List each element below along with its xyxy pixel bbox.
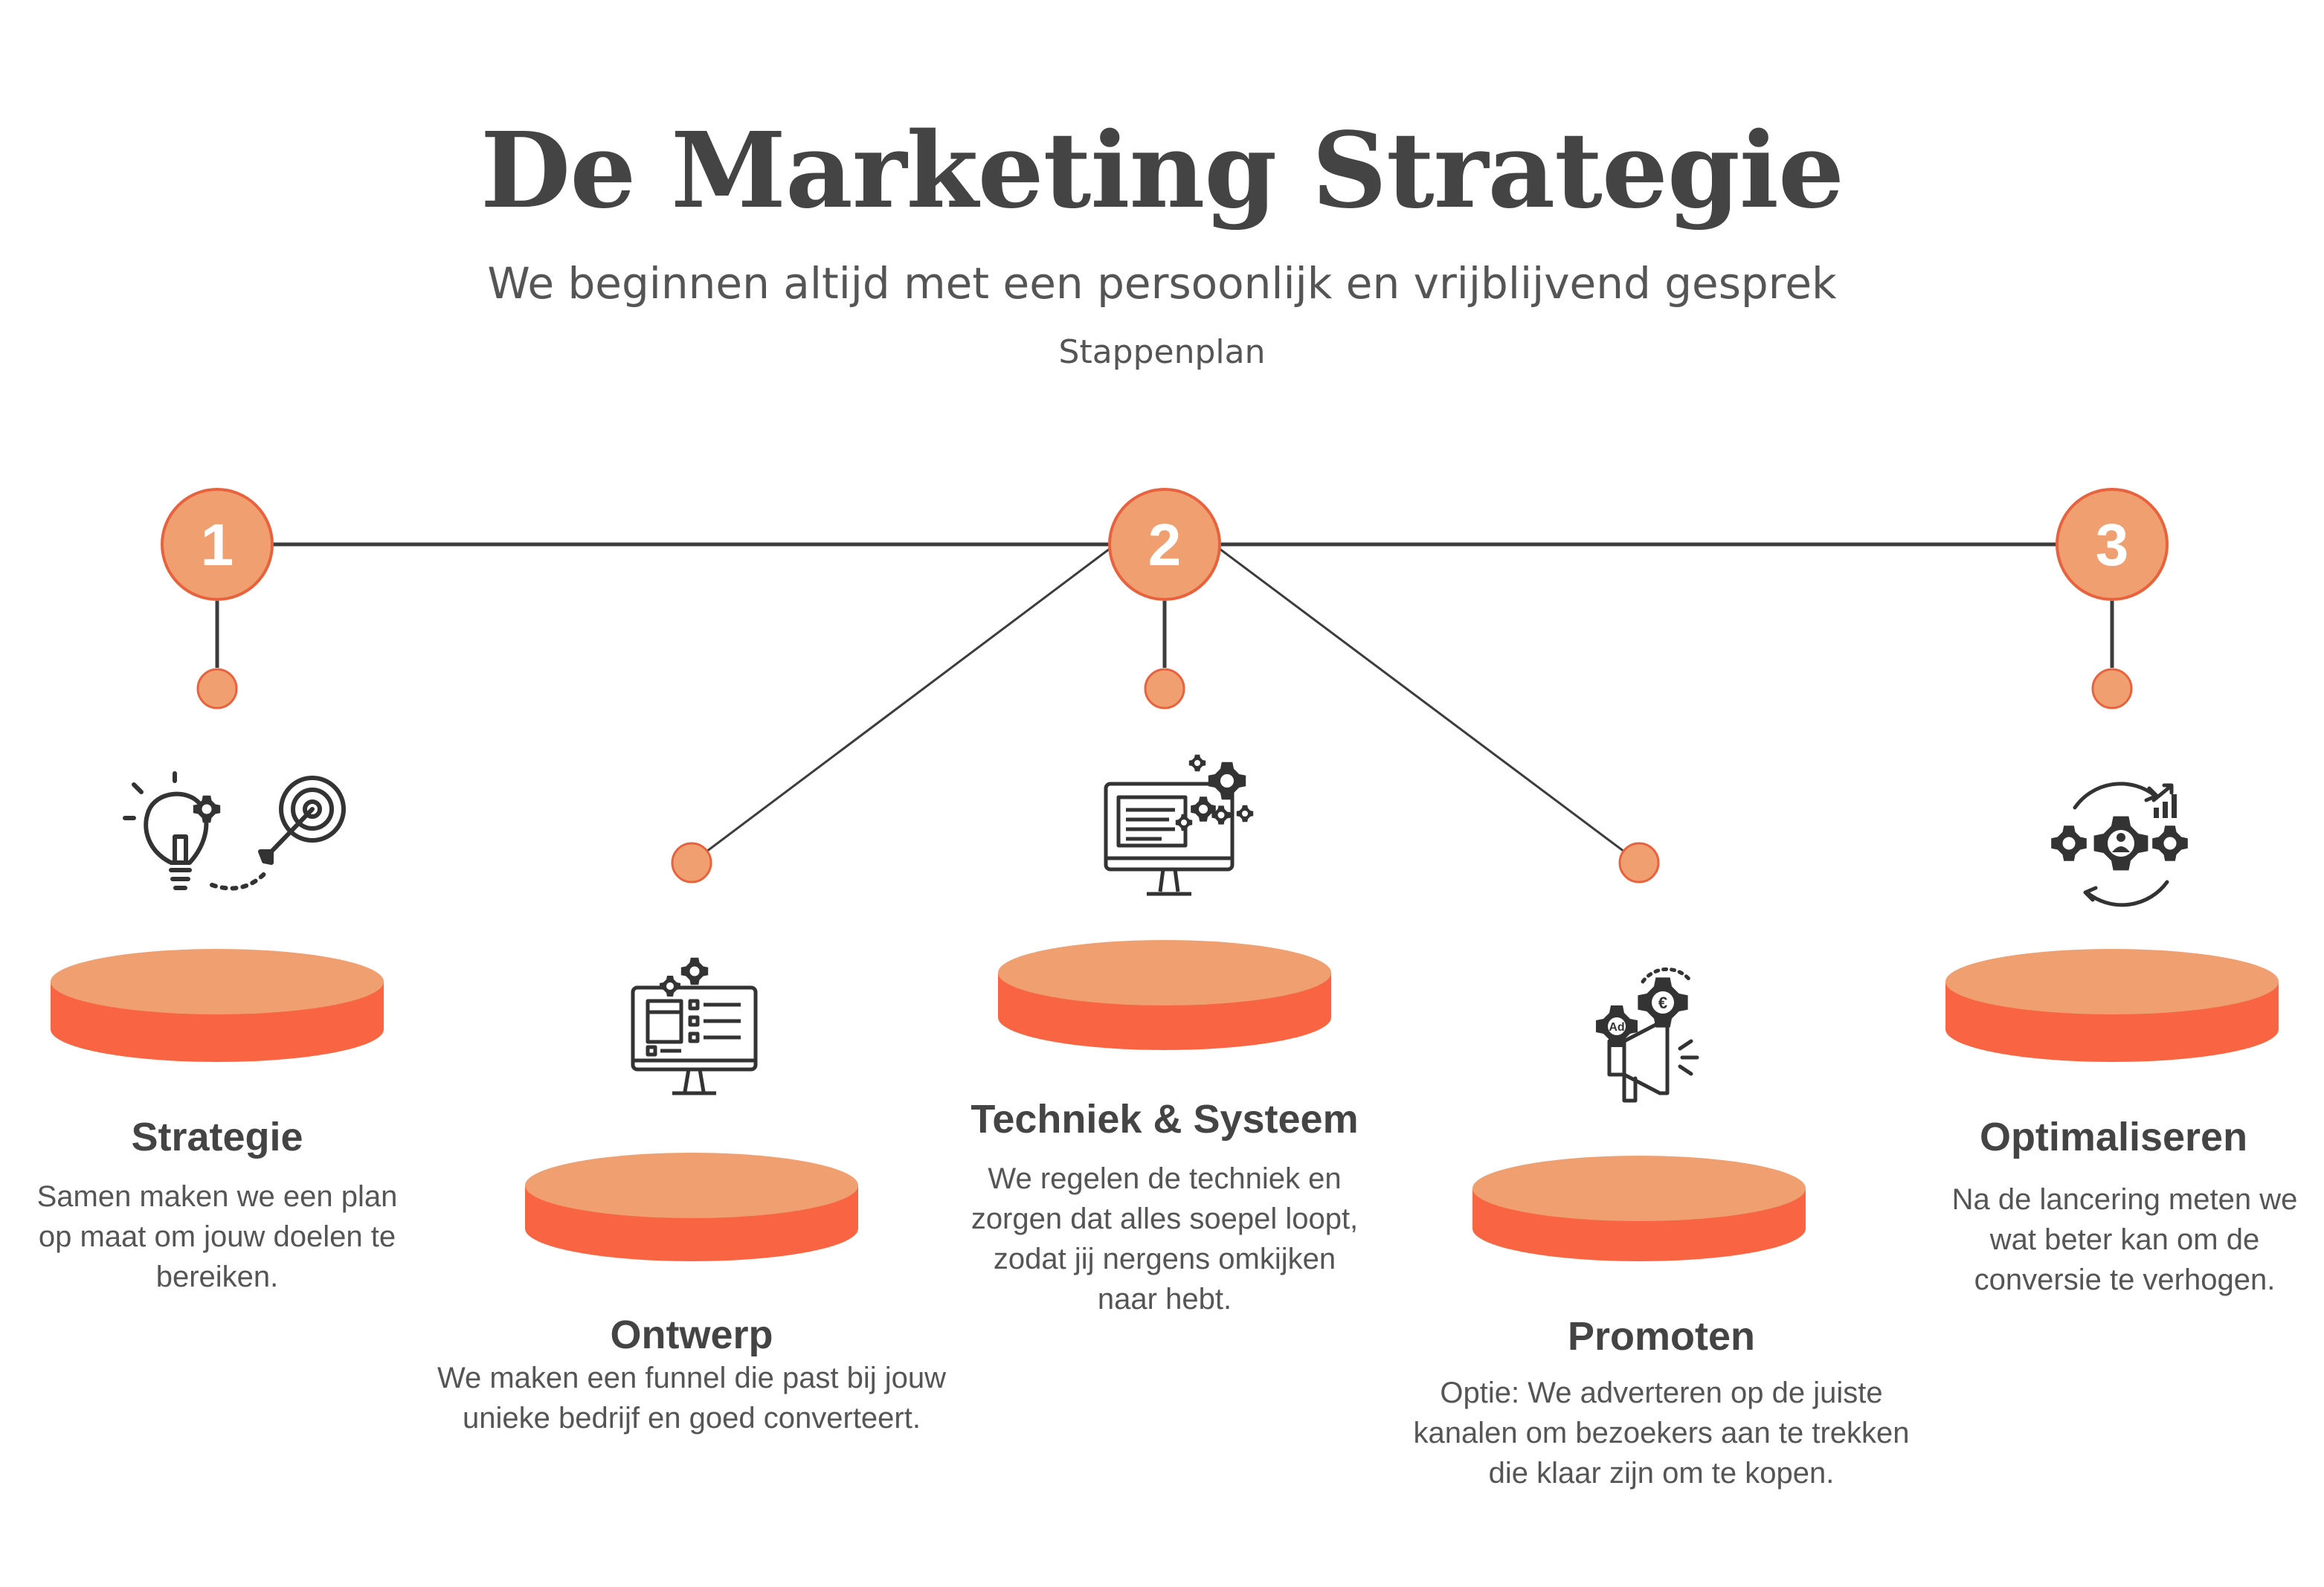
milestone-number: 2 <box>1148 512 1182 578</box>
step-dot-2 <box>671 842 712 883</box>
platform-step-1 <box>51 949 384 1062</box>
step-desc-techniek-systeem: We regelen de techniek en zorgen dat all… <box>971 1162 1359 1316</box>
platform-step-2 <box>525 1153 858 1261</box>
step-title-strategie: Strategie <box>131 1115 303 1159</box>
step-desc-optimaliseren: Na de lancering meten we wat beter kan o… <box>1951 1183 2298 1296</box>
step-title-ontwerp: Ontwerp <box>610 1313 773 1357</box>
page-tagline: Stappenplan <box>1058 333 1266 371</box>
idea-target-icon <box>123 771 346 891</box>
step-dot-1 <box>196 668 238 709</box>
step-title-promoten: Promoten <box>1567 1314 1756 1359</box>
megaphone-ad-icon: Ad € <box>1596 967 1699 1103</box>
step-dot-5 <box>2091 668 2133 709</box>
milestone-circle-2: 2 <box>1108 488 1221 601</box>
platform-step-3 <box>998 940 1331 1050</box>
page-title: De Marketing Strategie <box>480 110 1844 232</box>
milestone-number: 3 <box>2096 512 2129 578</box>
step-title-optimaliseren: Optimaliseren <box>1979 1115 2248 1159</box>
connector-step-4 <box>1213 543 1640 864</box>
platform-step-5 <box>1945 949 2279 1062</box>
milestone-circle-3: 3 <box>2056 488 2169 601</box>
platform-step-4 <box>1472 1156 1806 1261</box>
euro-sign: € <box>1658 994 1667 1012</box>
gears-growth-icon <box>2051 782 2188 907</box>
connector-step-2 <box>691 543 1116 864</box>
step-desc-strategie: Samen maken we een plan op maat om jouw … <box>36 1180 398 1293</box>
monitor-gears-icon <box>1104 754 1254 896</box>
step-title-techniek-systeem: Techniek & Systeem <box>971 1097 1359 1142</box>
monitor-design-icon <box>631 957 758 1095</box>
page-subtitle: We beginnen altijd met een persoonlijk e… <box>487 258 1837 309</box>
milestone-number: 1 <box>201 512 234 578</box>
step-dot-3 <box>1144 668 1185 709</box>
step-desc-ontwerp: We maken een funnel die past bij jouw un… <box>437 1362 947 1435</box>
milestone-circle-1: 1 <box>161 488 274 601</box>
ad-label: Ad <box>1609 1021 1624 1034</box>
step-desc-promoten: Optie: We adverteren op de juiste kanale… <box>1413 1377 1910 1490</box>
step-dot-4 <box>1618 842 1660 883</box>
